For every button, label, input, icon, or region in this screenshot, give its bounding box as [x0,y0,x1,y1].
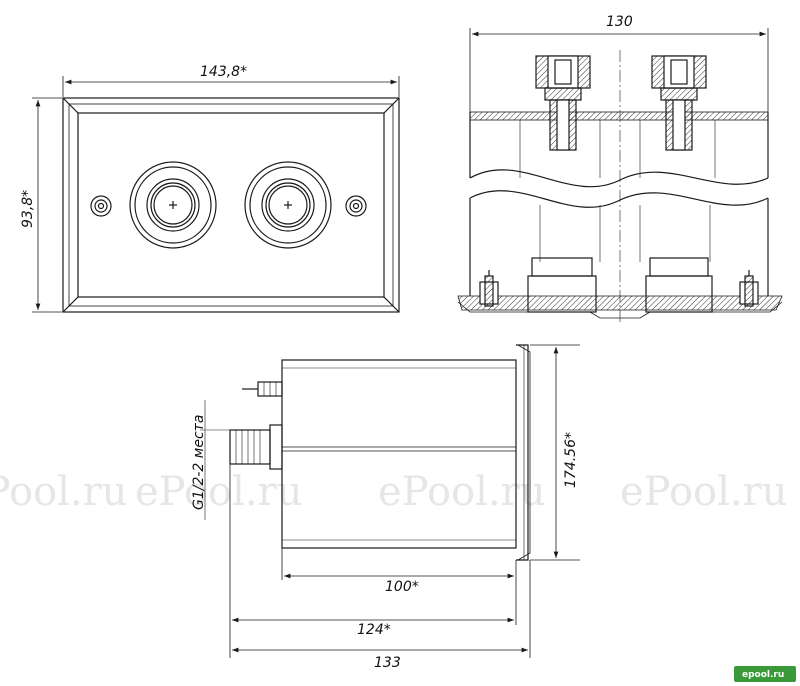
dim-133-label: 133 [374,655,401,671]
nozzle-left [129,161,217,249]
front-height-label: 93,8* [20,190,36,228]
front-flange [516,344,529,561]
side-width-label: 130 [606,14,633,30]
watermark-text: ePool.ru [620,469,788,515]
front-view [32,76,400,313]
side-nozzle-right-top [649,257,709,277]
front-plate-inner [77,112,385,298]
logo-badge [734,666,796,682]
screw-left [90,195,112,217]
watermark-text: ePool.ru [135,469,303,515]
thread-label: G1/2-2 места [191,415,207,510]
side-top-plate [469,111,769,121]
side-bottom-flange [457,295,783,311]
thread-body [229,429,271,465]
front-width-label: 143,8* [200,64,247,80]
side-nozzle-left-top [531,257,593,277]
dim-124-label: 124* [357,622,391,638]
dim-100-label: 100* [385,579,419,595]
epool-logo[interactable]: epool.ru [734,666,796,682]
fitting-right [651,55,707,151]
fitting-left [535,55,591,151]
watermark-row: ePool.ru ePool.ru ePool.ru ePool.ru [0,469,788,515]
side-view [457,28,783,322]
screw-right [345,195,367,217]
watermark-text: ePool.ru [0,469,128,515]
bottom-view [200,344,580,658]
thread-nut [269,424,283,470]
watermark-text: ePool.ru [378,469,546,515]
body-outline [281,359,517,549]
nozzle-right [244,161,332,249]
dim-height-label: 174.56* [563,432,579,488]
logo-text: epool.ru [742,670,784,680]
front-plate-outline [62,97,400,313]
